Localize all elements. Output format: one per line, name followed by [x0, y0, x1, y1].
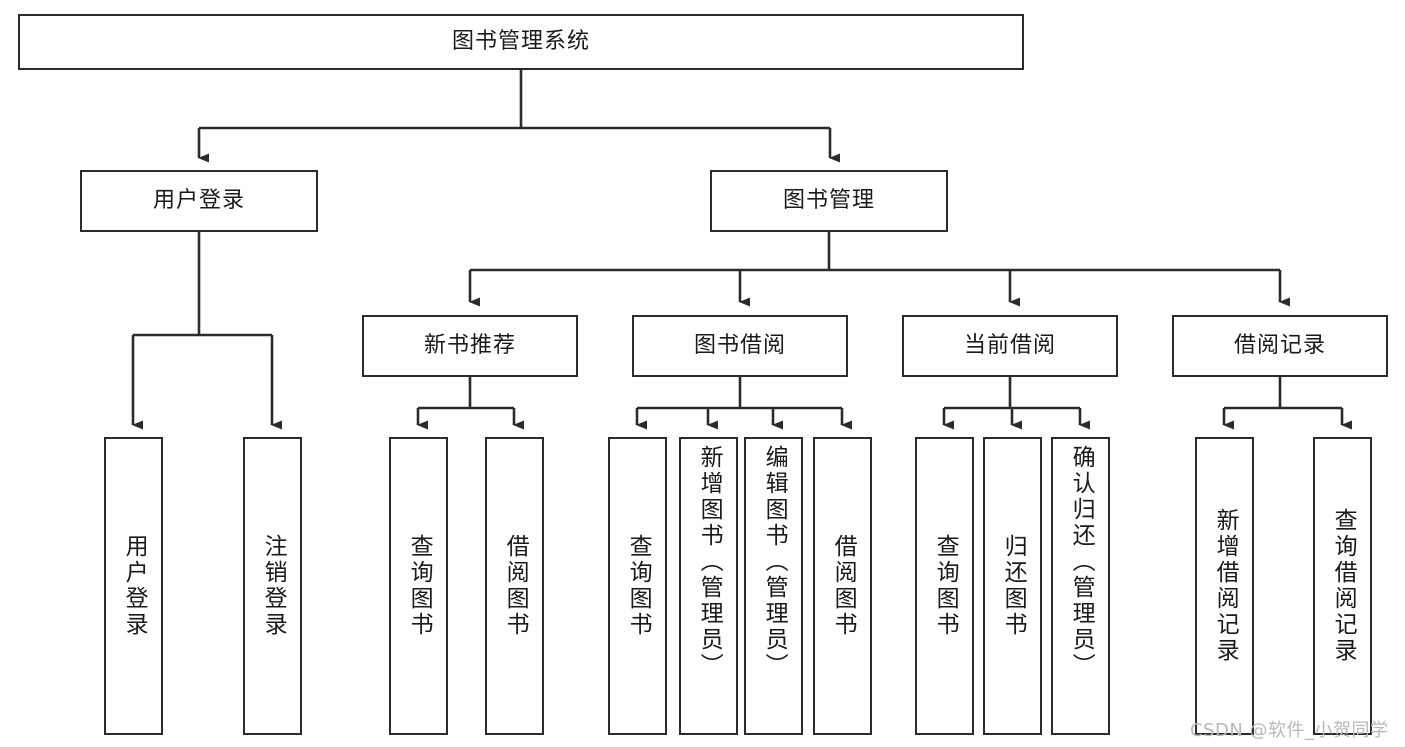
- node-book-borrow-label: 图书借阅: [693, 333, 786, 359]
- node-leaf-add-book[interactable]: 新增图书（管理员）: [679, 437, 738, 735]
- node-leaf-borrow-book-1[interactable]: 借阅图书: [485, 437, 544, 735]
- node-borrow-record[interactable]: 借阅记录: [1172, 315, 1388, 377]
- node-book-manage[interactable]: 图书管理: [710, 170, 948, 232]
- node-leaf-query-book-3-label: 查询图书: [932, 534, 959, 638]
- node-leaf-logout-login-label: 注销登录: [260, 534, 287, 638]
- node-leaf-query-book-2-label: 查询图书: [625, 534, 652, 638]
- node-user-login[interactable]: 用户登录: [80, 170, 318, 232]
- node-leaf-add-record-label: 新增借阅记录: [1212, 508, 1239, 664]
- node-current-borrow-label: 当前借阅: [963, 333, 1056, 359]
- node-leaf-add-book-label: 新增图书（管理员）: [696, 445, 723, 679]
- node-leaf-query-book-3[interactable]: 查询图书: [915, 437, 974, 735]
- node-leaf-logout-login[interactable]: 注销登录: [243, 437, 302, 735]
- node-leaf-query-record-label: 查询借阅记录: [1330, 508, 1357, 664]
- node-leaf-user-login-label: 用户登录: [121, 534, 148, 638]
- node-leaf-query-book-1-label: 查询图书: [406, 534, 433, 638]
- node-leaf-query-book-2[interactable]: 查询图书: [608, 437, 667, 735]
- node-leaf-borrow-book-2[interactable]: 借阅图书: [813, 437, 872, 735]
- node-leaf-return-book-label: 归还图书: [1000, 534, 1027, 638]
- node-leaf-confirm-return[interactable]: 确认归还（管理员）: [1051, 437, 1110, 735]
- node-leaf-borrow-book-1-label: 借阅图书: [502, 534, 529, 638]
- node-root[interactable]: 图书管理系统: [18, 14, 1024, 70]
- node-leaf-add-record[interactable]: 新增借阅记录: [1195, 437, 1254, 735]
- node-leaf-query-record[interactable]: 查询借阅记录: [1313, 437, 1372, 735]
- node-current-borrow[interactable]: 当前借阅: [902, 315, 1118, 377]
- node-leaf-confirm-return-label: 确认归还（管理员）: [1068, 445, 1095, 679]
- node-leaf-borrow-book-2-label: 借阅图书: [830, 534, 857, 638]
- node-leaf-edit-book[interactable]: 编辑图书（管理员）: [744, 437, 803, 735]
- node-leaf-edit-book-label: 编辑图书（管理员）: [761, 445, 788, 679]
- node-book-borrow[interactable]: 图书借阅: [632, 315, 848, 377]
- node-leaf-query-book-1[interactable]: 查询图书: [389, 437, 448, 735]
- node-user-login-label: 用户登录: [152, 188, 245, 214]
- node-borrow-record-label: 借阅记录: [1233, 333, 1326, 359]
- node-leaf-user-login[interactable]: 用户登录: [104, 437, 163, 735]
- csdn-watermark: CSDN @软件_小贺同学: [1190, 720, 1389, 741]
- node-book-manage-label: 图书管理: [782, 188, 875, 214]
- node-root-label: 图书管理系统: [451, 29, 590, 55]
- node-new-book-recommend[interactable]: 新书推荐: [362, 315, 578, 377]
- node-new-book-recommend-label: 新书推荐: [423, 333, 516, 359]
- node-leaf-return-book[interactable]: 归还图书: [983, 437, 1042, 735]
